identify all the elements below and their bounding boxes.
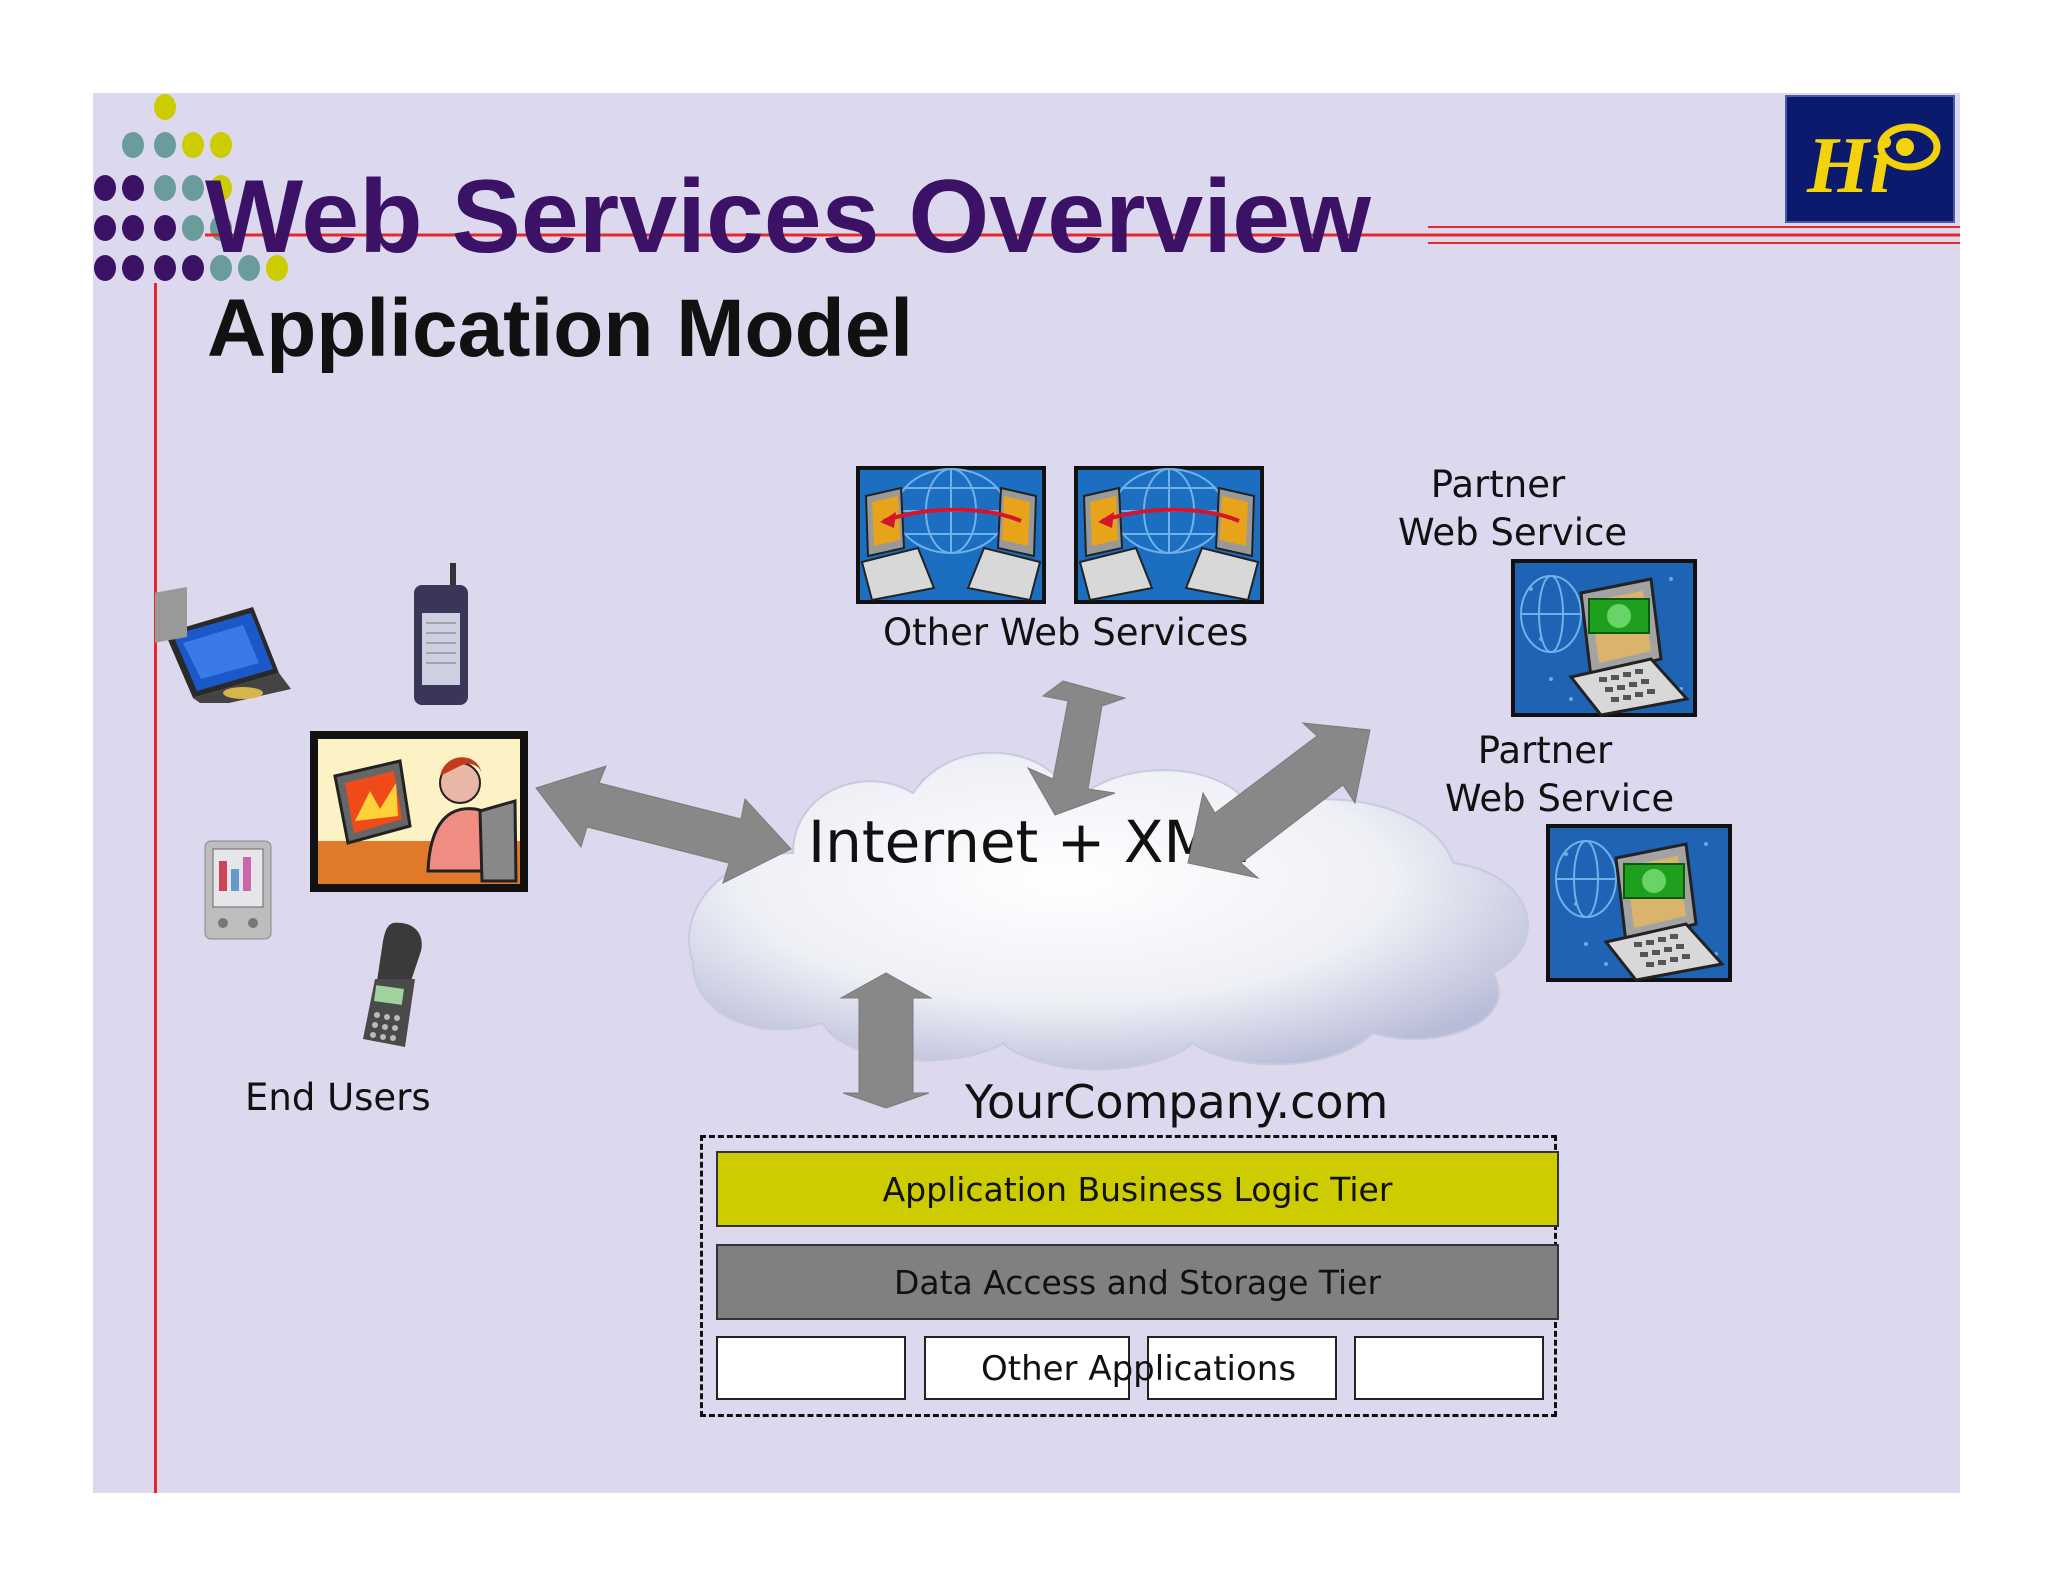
business-logic-tier: Application Business Logic Tier	[716, 1151, 1559, 1227]
title-rule	[205, 226, 1960, 244]
other-app-cell-2	[924, 1336, 1130, 1400]
other-web-services-label: Other Web Services	[883, 611, 1249, 654]
partner-service-computer-icon	[1511, 559, 1697, 722]
partner-1-label-line1: Partner	[1430, 463, 1566, 506]
pda-phone-icon	[414, 563, 468, 705]
partner-1-label-line2: Web Service	[1398, 511, 1628, 554]
cloud-icon	[688, 751, 1529, 1071]
other-applications-label: Other Applications	[981, 1349, 1297, 1389]
data-access-tier: Data Access and Storage Tier	[716, 1244, 1559, 1320]
end-users-label: End Users	[245, 1076, 431, 1119]
page-subtitle: Application Model	[207, 283, 914, 374]
other-app-cell-1	[716, 1336, 906, 1400]
partner-2-label-line2: Web Service	[1445, 777, 1675, 820]
web-service-computers-icon	[856, 466, 1266, 611]
svg-text:Hi: Hi	[1806, 122, 1891, 210]
page-title: Web Services Overview	[205, 159, 1371, 275]
slide: Web Services Overview Application Model …	[93, 93, 1960, 1493]
flip-phone-icon	[363, 922, 422, 1047]
partner-2-label-line1: Partner	[1477, 729, 1613, 772]
company-label: YourCompany.com	[965, 1075, 1389, 1129]
laptop-icon	[155, 587, 291, 703]
user-at-computer-icon	[310, 731, 528, 892]
handheld-pda-icon	[204, 840, 272, 940]
other-app-cell-3	[1147, 1336, 1337, 1400]
hi-logo-icon: Hi	[1785, 95, 1955, 223]
partner-service-computer-icon	[1546, 824, 1732, 987]
cloud-label: Internet + XML	[808, 808, 1246, 876]
other-app-cell-4	[1354, 1336, 1544, 1400]
left-rule	[154, 283, 157, 1493]
